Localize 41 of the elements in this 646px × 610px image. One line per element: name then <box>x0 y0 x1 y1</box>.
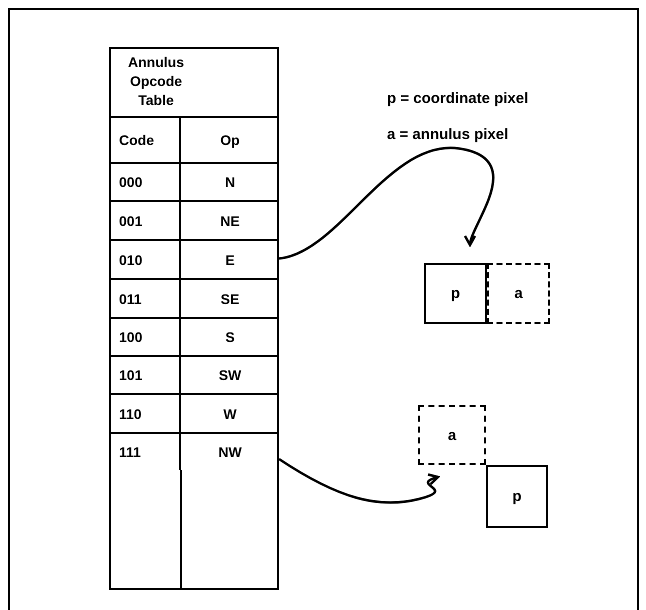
table-cell <box>109 239 181 278</box>
cell-text: E <box>225 252 235 268</box>
cell-text: W <box>223 406 237 422</box>
cell-text: Op <box>220 132 240 148</box>
pixel-letter: a <box>448 426 456 444</box>
cell-text: SE <box>220 290 240 306</box>
pixel-letter: a <box>514 285 523 302</box>
table-cell <box>109 355 181 393</box>
cell-text: SW <box>218 367 242 383</box>
table-cell <box>109 200 181 239</box>
curved-arrow <box>278 147 494 260</box>
cell-text: S <box>225 329 235 345</box>
table-cell <box>109 116 181 162</box>
table-cell <box>109 317 181 355</box>
cell-text: NW <box>218 444 242 460</box>
cell-text: NE <box>220 212 240 228</box>
table-cell <box>109 432 181 470</box>
cell-text: 101 <box>119 367 142 383</box>
cell-text: 000 <box>119 174 142 190</box>
table-cell <box>109 162 181 200</box>
annulus-pixel-box <box>418 405 486 465</box>
pixel-letter: p <box>450 285 460 302</box>
cell-text: 111 <box>119 444 141 460</box>
coordinate-pixel-box <box>424 263 487 324</box>
cell-text: 011 <box>119 290 142 306</box>
pixel-letter: p <box>512 488 522 505</box>
coordinate-pixel-box <box>486 465 548 528</box>
curved-arrow <box>278 458 440 504</box>
annulus-pixel-box <box>487 263 550 324</box>
cell-text: 110 <box>119 406 142 422</box>
opcode-table <box>109 47 279 590</box>
legend-note: p = coordinate pixel <box>387 90 528 107</box>
cell-text: 010 <box>119 252 142 268</box>
cell-text: N <box>224 174 236 190</box>
cell-text: 001 <box>119 212 142 228</box>
table-cell <box>109 278 181 317</box>
cell-text: Code <box>119 132 154 148</box>
table-title: Annulus Opcode Table <box>127 53 185 110</box>
table-cell <box>109 393 181 432</box>
legend-note: a = annulus pixel <box>387 126 508 143</box>
cell-text: 100 <box>119 329 142 345</box>
